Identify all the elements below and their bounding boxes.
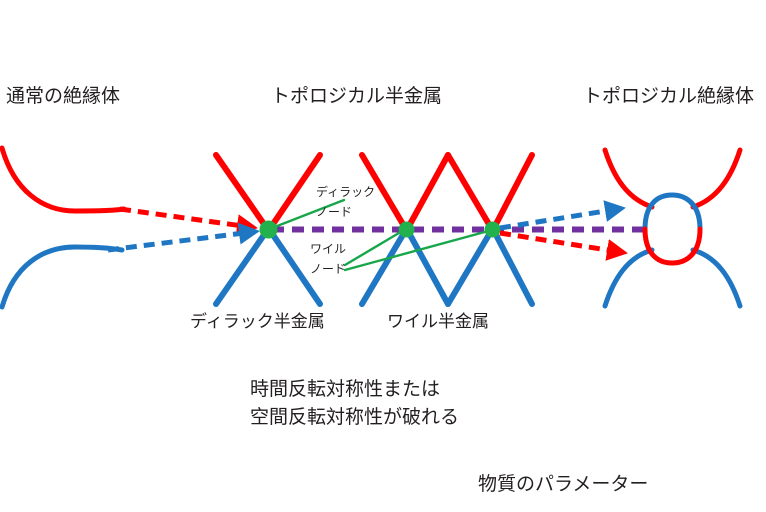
weyl-node-marker-right <box>484 221 501 238</box>
node-markers <box>259 220 501 239</box>
header-topological-insulator: トポロジカル絶縁体 <box>583 86 755 107</box>
trivial-conduction-band-red <box>0 145 127 214</box>
panel-trivial-insulator <box>0 145 127 310</box>
ti-outer-arm-left-red <box>602 147 655 210</box>
weyl-cone-1-lower-left-blue <box>359 230 407 307</box>
upper-gap-edge-trace-red <box>119 206 258 237</box>
panel-weyl-semimetal <box>359 152 535 307</box>
weyl-cone-1-lower-right-blue <box>406 230 451 307</box>
header-topological-semimetal: トポロジカル半金属 <box>271 86 443 107</box>
dirac-cone-lower-right-blue <box>268 229 323 307</box>
gap-edge-traces-left <box>107 206 260 253</box>
gap-edge-traces-right <box>499 200 628 261</box>
weyl-node-label-line2: ノード <box>310 262 347 276</box>
ti-inverted-gap-upper-blue <box>642 192 703 232</box>
lower-gap-edge-trace-blue <box>107 222 260 253</box>
weyl-cone-2-lower-left-blue <box>445 230 493 307</box>
dirac-cone-lower-left-blue <box>213 229 269 307</box>
ti-outer-arm-left-blue <box>602 247 655 309</box>
weyl-node-label-line1: ワイル <box>310 242 347 256</box>
dirac-cone-upper-left-red <box>213 152 269 230</box>
header-trivial-insulator: 通常の絶縁体 <box>6 86 121 107</box>
dirac-cone-upper-right-red <box>268 152 323 230</box>
x-axis-label: 物質のパラメーター <box>478 474 649 495</box>
symmetry-breaking-note-line2: 空間反転対称性が破れる <box>250 407 460 428</box>
weyl-node-leader-line-2-green <box>343 228 494 272</box>
lower-gap-edge-trace-red <box>499 230 628 261</box>
weyl-node-marker-left <box>398 221 415 238</box>
dirac-node-label-line1: ディラック <box>316 185 376 199</box>
panel-dirac-semimetal <box>213 152 323 307</box>
ti-outer-arm-right-red <box>690 147 743 210</box>
phase-label-weyl-semimetal: ワイル半金属 <box>387 312 489 331</box>
upper-gap-edge-trace-blue <box>499 200 626 231</box>
phase-label-dirac-semimetal: ディラック半金属 <box>190 312 325 331</box>
weyl-cone-2-upper-left-red <box>445 152 493 229</box>
trivial-valence-band-blue <box>0 244 125 310</box>
symmetry-breaking-note-line1: 時間反転対称性または <box>250 379 441 400</box>
dirac-node-marker <box>259 220 278 239</box>
weyl-cone-2-lower-right-blue <box>492 230 535 307</box>
ti-inverted-gap-lower-red <box>642 226 703 266</box>
weyl-node-leader-line-1-green <box>343 228 406 267</box>
weyl-cone-1-upper-right-red <box>406 152 451 229</box>
panel-topological-insulator <box>602 147 743 309</box>
dirac-node-label-line2: ノード <box>316 205 353 219</box>
node-callout-leaders <box>270 198 494 272</box>
ti-outer-arm-right-blue <box>690 247 743 309</box>
dirac-node-leader-line-green <box>270 198 346 230</box>
weyl-cone-1-upper-left-red <box>359 152 407 229</box>
weyl-cone-2-upper-right-red <box>492 152 535 229</box>
